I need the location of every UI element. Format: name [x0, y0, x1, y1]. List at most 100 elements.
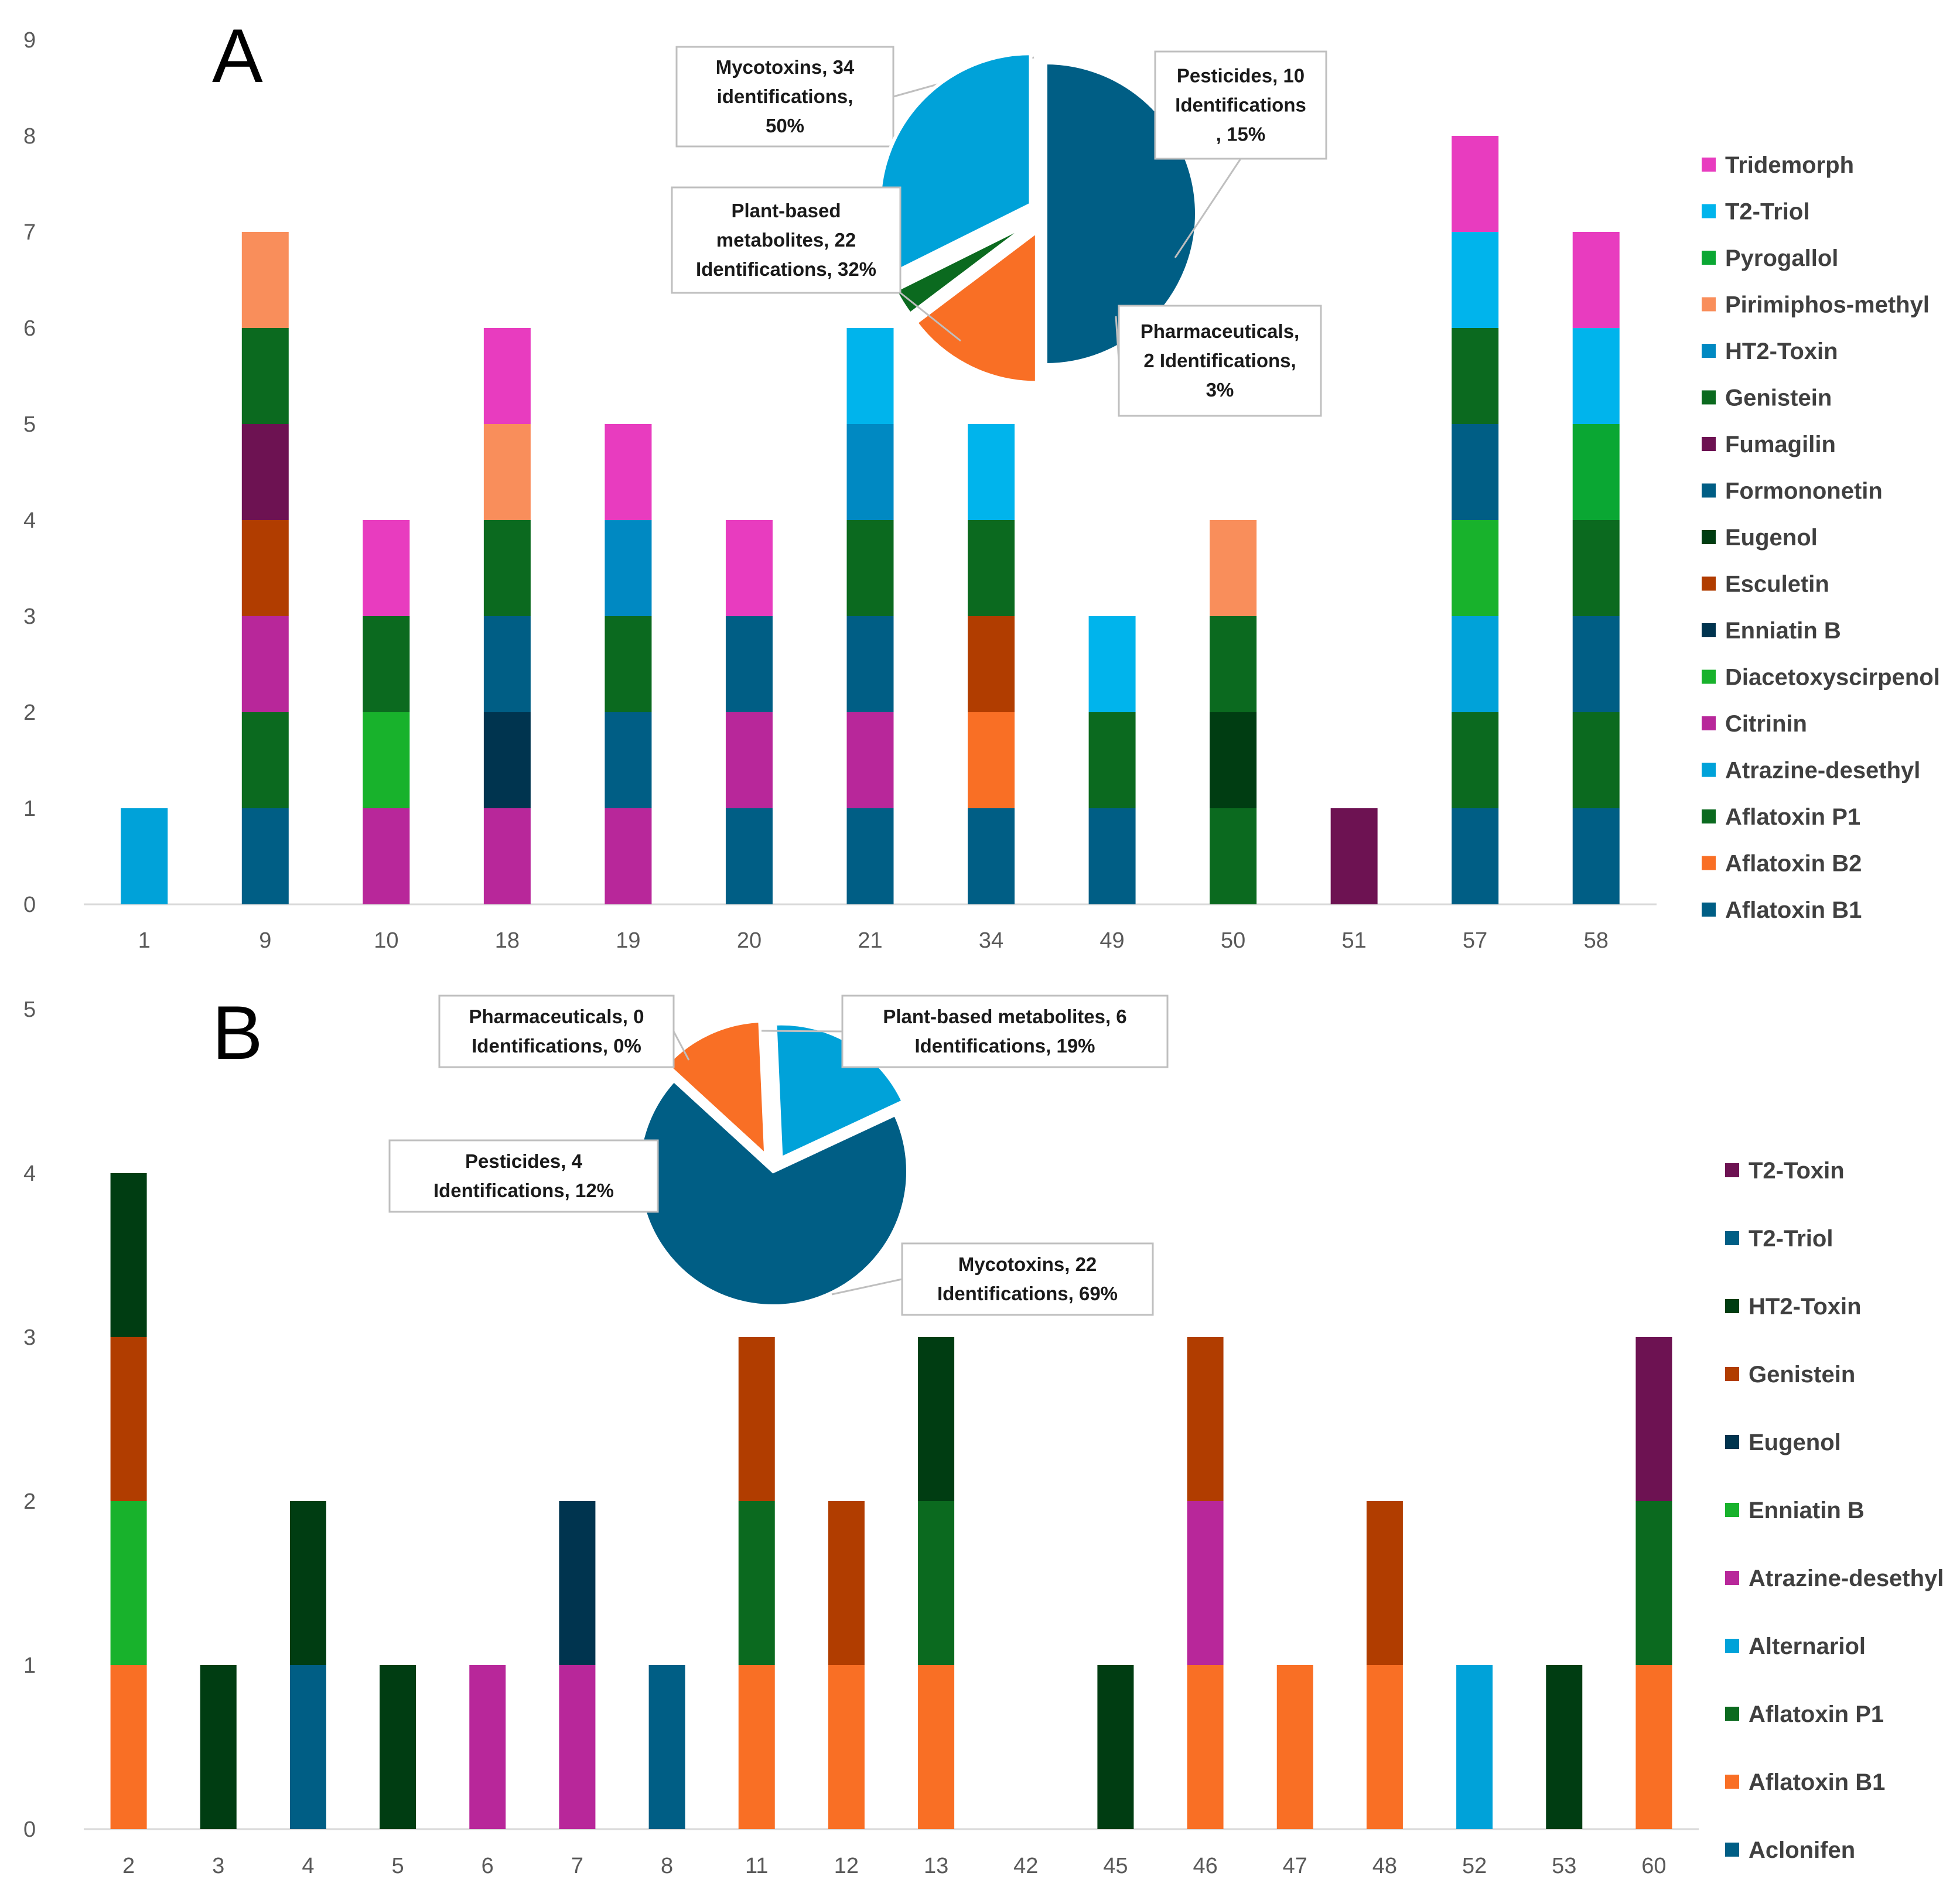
legend-label-t2-triol: T2-Triol [1725, 199, 1809, 225]
legend-swatch [1725, 1163, 1739, 1177]
legend-label-t2-triol: T2-Triol [1749, 1226, 1833, 1252]
legend-label-citrinin: Citrinin [1725, 711, 1807, 737]
bar-segment-aflatoxin-b1 [1452, 808, 1499, 904]
legend-label-formononetin: Formononetin [1725, 479, 1883, 504]
bar-segment-t2-toxin [1635, 1337, 1672, 1501]
x-tick-label: 47 [1283, 1854, 1307, 1878]
bar-segment-pirimiphos-methyl [483, 424, 531, 520]
y-tick-label: 3 [23, 1325, 36, 1350]
bar-segment-aflatoxin-p1 [918, 1501, 955, 1665]
bar-segment-aflatoxin-b1-b [738, 1665, 775, 1829]
bar-segment-aflatoxin-p1 [1452, 712, 1499, 808]
x-tick-label: 45 [1103, 1854, 1128, 1878]
panel-label-a: A [212, 13, 263, 98]
bar-segment-ht2-toxin-b [380, 1665, 416, 1829]
x-tick-label: 57 [1463, 928, 1487, 953]
bar-segment-genistein [1572, 520, 1620, 616]
bar-segment-genistein [605, 616, 652, 712]
bar-segment-aflatoxin-b1-b [1276, 1665, 1313, 1829]
y-tick-label: 2 [23, 1489, 36, 1514]
bar-segment-enniatin-b-b [110, 1501, 147, 1665]
legend-label-aclonifen: Aclonifen [1749, 1837, 1855, 1863]
x-tick-label: 51 [1342, 928, 1367, 953]
bar-segment-enniatin-b [483, 712, 531, 808]
callout-box [388, 1139, 659, 1213]
legend-swatch [1702, 204, 1716, 218]
legend-swatch [1702, 856, 1716, 870]
y-tick-label: 8 [23, 124, 36, 149]
bar-segment-aflatoxin-p1 [1210, 808, 1257, 904]
y-tick-label: 9 [23, 28, 36, 53]
bar-segment-pirimiphos-methyl [1210, 520, 1257, 616]
legend-label-pirimiphos-methyl: Pirimiphos-methyl [1725, 292, 1930, 318]
callout-label-pharmaceuticals: Pharmaceuticals, 0 [469, 1006, 644, 1027]
legend-swatch [1702, 809, 1716, 823]
bar-segment-t2-triol [1572, 328, 1620, 424]
bar-segment-citrinin [483, 808, 531, 904]
callout-box [438, 995, 675, 1068]
y-tick-label: 4 [23, 1161, 36, 1186]
callout-label-pharmaceuticals: Pharmaceuticals, [1141, 320, 1299, 342]
bar-segment-aflatoxin-b1 [725, 808, 773, 904]
x-tick-label: 11 [745, 1854, 768, 1878]
bar-segment-aflatoxin-b1 [1088, 808, 1136, 904]
x-tick-label: 4 [302, 1854, 314, 1878]
legend-swatch [1725, 1503, 1739, 1517]
callout-label-plant-based-metabolites: Plant-based [731, 200, 841, 221]
legend-swatch [1702, 669, 1716, 684]
bar-segment-diacetoxyscirpenol [1452, 520, 1499, 616]
legend-label-genistein: Genistein [1749, 1362, 1855, 1388]
x-tick-label: 48 [1372, 1854, 1397, 1878]
bar-segment-aflatoxin-p1 [1572, 712, 1620, 808]
bar-segment-tridemorph [1452, 136, 1499, 232]
bar-segment-atrazine-desethyl [1452, 616, 1499, 712]
bar-segment-genistein [483, 520, 531, 616]
x-tick-label: 8 [661, 1854, 673, 1878]
legend-swatch [1725, 1231, 1739, 1245]
bar-segment-ht2-toxin-b [1097, 1665, 1134, 1829]
x-tick-label: 2 [122, 1854, 135, 1878]
legend-label-atrazine-desethyl: Atrazine-desethyl [1725, 758, 1920, 784]
bar-segment-genistein [363, 616, 410, 712]
bar-segment-tridemorph [605, 424, 652, 520]
legend-swatch [1725, 1367, 1739, 1381]
bar-segment-citrinin [241, 616, 289, 712]
legend-swatch [1725, 1843, 1739, 1857]
callout-label-plant-based-metabolites: Identifications, 32% [696, 258, 876, 280]
callout-label-plant-based-metabolites: Identifications, 19% [914, 1035, 1095, 1057]
bar-segment-esculetin [241, 520, 289, 616]
y-tick-label: 6 [23, 316, 36, 341]
bar-segment-tridemorph [1572, 232, 1620, 328]
callout-label-mycotoxins: Mycotoxins, 34 [716, 56, 855, 78]
x-tick-label: 18 [495, 928, 520, 953]
legend-swatch [1725, 1707, 1739, 1721]
legend-swatch [1702, 623, 1716, 637]
callout-label-mycotoxins: 50% [766, 115, 804, 136]
bar-segment-genistein [968, 520, 1015, 616]
legend-swatch [1725, 1775, 1739, 1789]
bar-segment-citrinin [725, 712, 773, 808]
bar-segment-esculetin [968, 616, 1015, 712]
legend-swatch [1702, 483, 1716, 498]
callout-leader [831, 1278, 903, 1296]
bar-segment-genistein [1088, 712, 1136, 808]
y-tick-label: 7 [23, 220, 36, 245]
legend-label-aflatoxin-b1: Aflatoxin B1 [1725, 897, 1862, 923]
x-tick-label: 9 [259, 928, 271, 953]
bar-segment-aflatoxin-b1-b [1366, 1665, 1403, 1829]
legend-label-diacetoxyscirpenol: Diacetoxyscirpenol [1725, 665, 1940, 691]
panel-label-b: B [212, 990, 263, 1075]
bar-segment-ht2-toxin-b [200, 1665, 237, 1829]
callout-label-pesticides: Pesticides, 4 [465, 1150, 583, 1172]
y-tick-label: 0 [23, 893, 36, 917]
y-tick-label: 1 [23, 797, 36, 821]
legend-label-eugenol: Eugenol [1749, 1430, 1841, 1455]
legend-swatch [1702, 390, 1716, 405]
bar-segment-genistein [846, 520, 894, 616]
bar-segment-genistein-b [738, 1337, 775, 1501]
legend-swatch [1702, 158, 1716, 172]
x-tick-label: 1 [138, 928, 151, 953]
legend-swatch [1702, 530, 1716, 544]
